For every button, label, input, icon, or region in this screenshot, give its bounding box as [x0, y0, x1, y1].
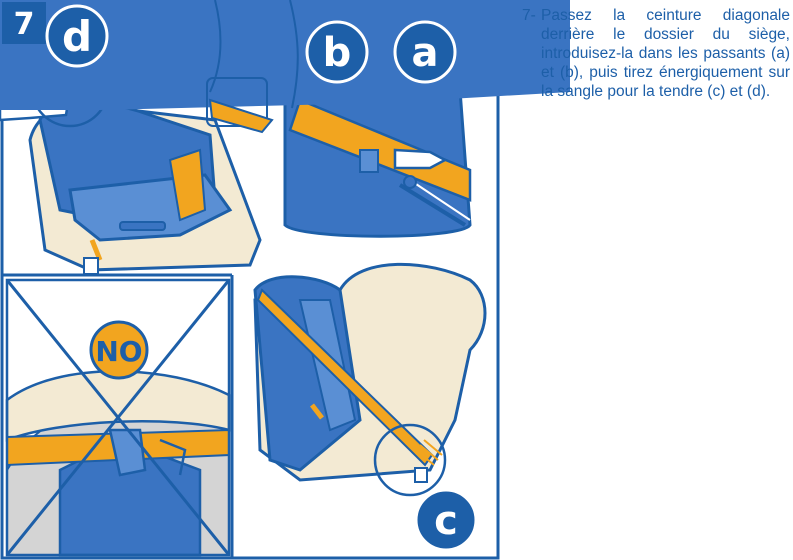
label-d-badge [45, 4, 109, 68]
step-number-box [2, 2, 46, 44]
label-d: d [62, 12, 92, 61]
no-badge [89, 320, 149, 380]
label-b-badge [305, 20, 369, 84]
car-seat-bottom-right [253, 262, 487, 497]
step-number: 7 [14, 7, 35, 42]
label-a: a [412, 30, 439, 76]
caption-text: Passez la ceinture diagonale derrière le… [541, 7, 790, 100]
belt-guide-zoom [283, 88, 472, 238]
label-b: b [323, 30, 352, 76]
label-c: c [434, 498, 458, 544]
label-c-badge [414, 488, 478, 552]
no-label: NO [95, 335, 142, 368]
instruction-caption: 7- Passez la ceinture diagonale derrière… [522, 6, 790, 101]
caption-step-number: 7- [522, 7, 536, 24]
label-a-badge [393, 20, 457, 84]
